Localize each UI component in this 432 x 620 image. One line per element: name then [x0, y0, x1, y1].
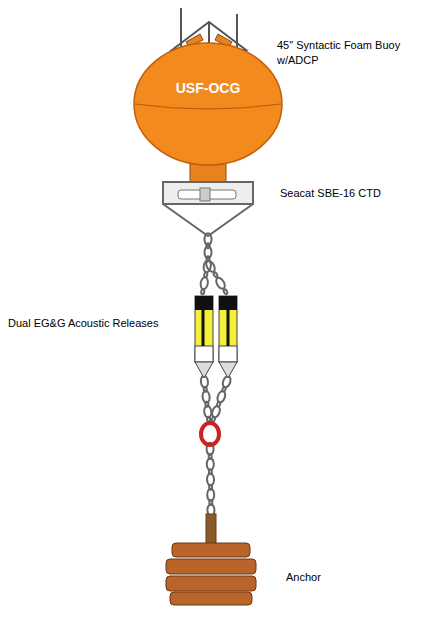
- anchor-label: Anchor: [286, 570, 406, 585]
- release-body: [219, 296, 237, 362]
- ctd-clamp: [200, 188, 210, 201]
- buoy-seam: [135, 104, 281, 109]
- anchor-plate: [170, 592, 252, 605]
- buoy-label: 45" Syntactic Foam Buoy w/ADCP: [277, 38, 417, 68]
- buoy-hull: [134, 43, 282, 165]
- release-cap: [219, 346, 237, 362]
- chain-link: [200, 277, 209, 290]
- anchor-plate: [166, 576, 256, 591]
- anchor-plate: [166, 559, 256, 574]
- anchor-shaft: [206, 514, 216, 544]
- release-label: Dual EG&G Acoustic Releases: [8, 316, 188, 331]
- release-cap: [195, 296, 213, 310]
- chain-link: [223, 289, 228, 295]
- anchor-plate: [172, 543, 250, 557]
- release-rod: [227, 310, 230, 346]
- release-cap: [219, 296, 237, 310]
- buoy-outline: [133, 42, 283, 166]
- release-cone: [219, 362, 237, 378]
- master-ring: [201, 423, 219, 445]
- chain-link: [214, 276, 226, 290]
- bridle: [163, 204, 253, 236]
- ctd-label: Seacat SBE-16 CTD: [280, 186, 420, 201]
- release-cone: [195, 362, 213, 378]
- chain-link: [213, 272, 218, 278]
- anchor: [166, 514, 256, 605]
- instrument-frame: [163, 182, 253, 204]
- release-cap: [195, 346, 213, 362]
- buoy-sphere: USF-OCG: [133, 42, 283, 166]
- release-rod: [202, 310, 205, 346]
- chain-link: [201, 289, 205, 294]
- ctd-frame: [163, 160, 253, 236]
- release-body: [195, 296, 213, 362]
- acoustic-release: [195, 296, 237, 378]
- chain-link: [204, 259, 216, 273]
- buoy-name: USF-OCG: [133, 80, 283, 96]
